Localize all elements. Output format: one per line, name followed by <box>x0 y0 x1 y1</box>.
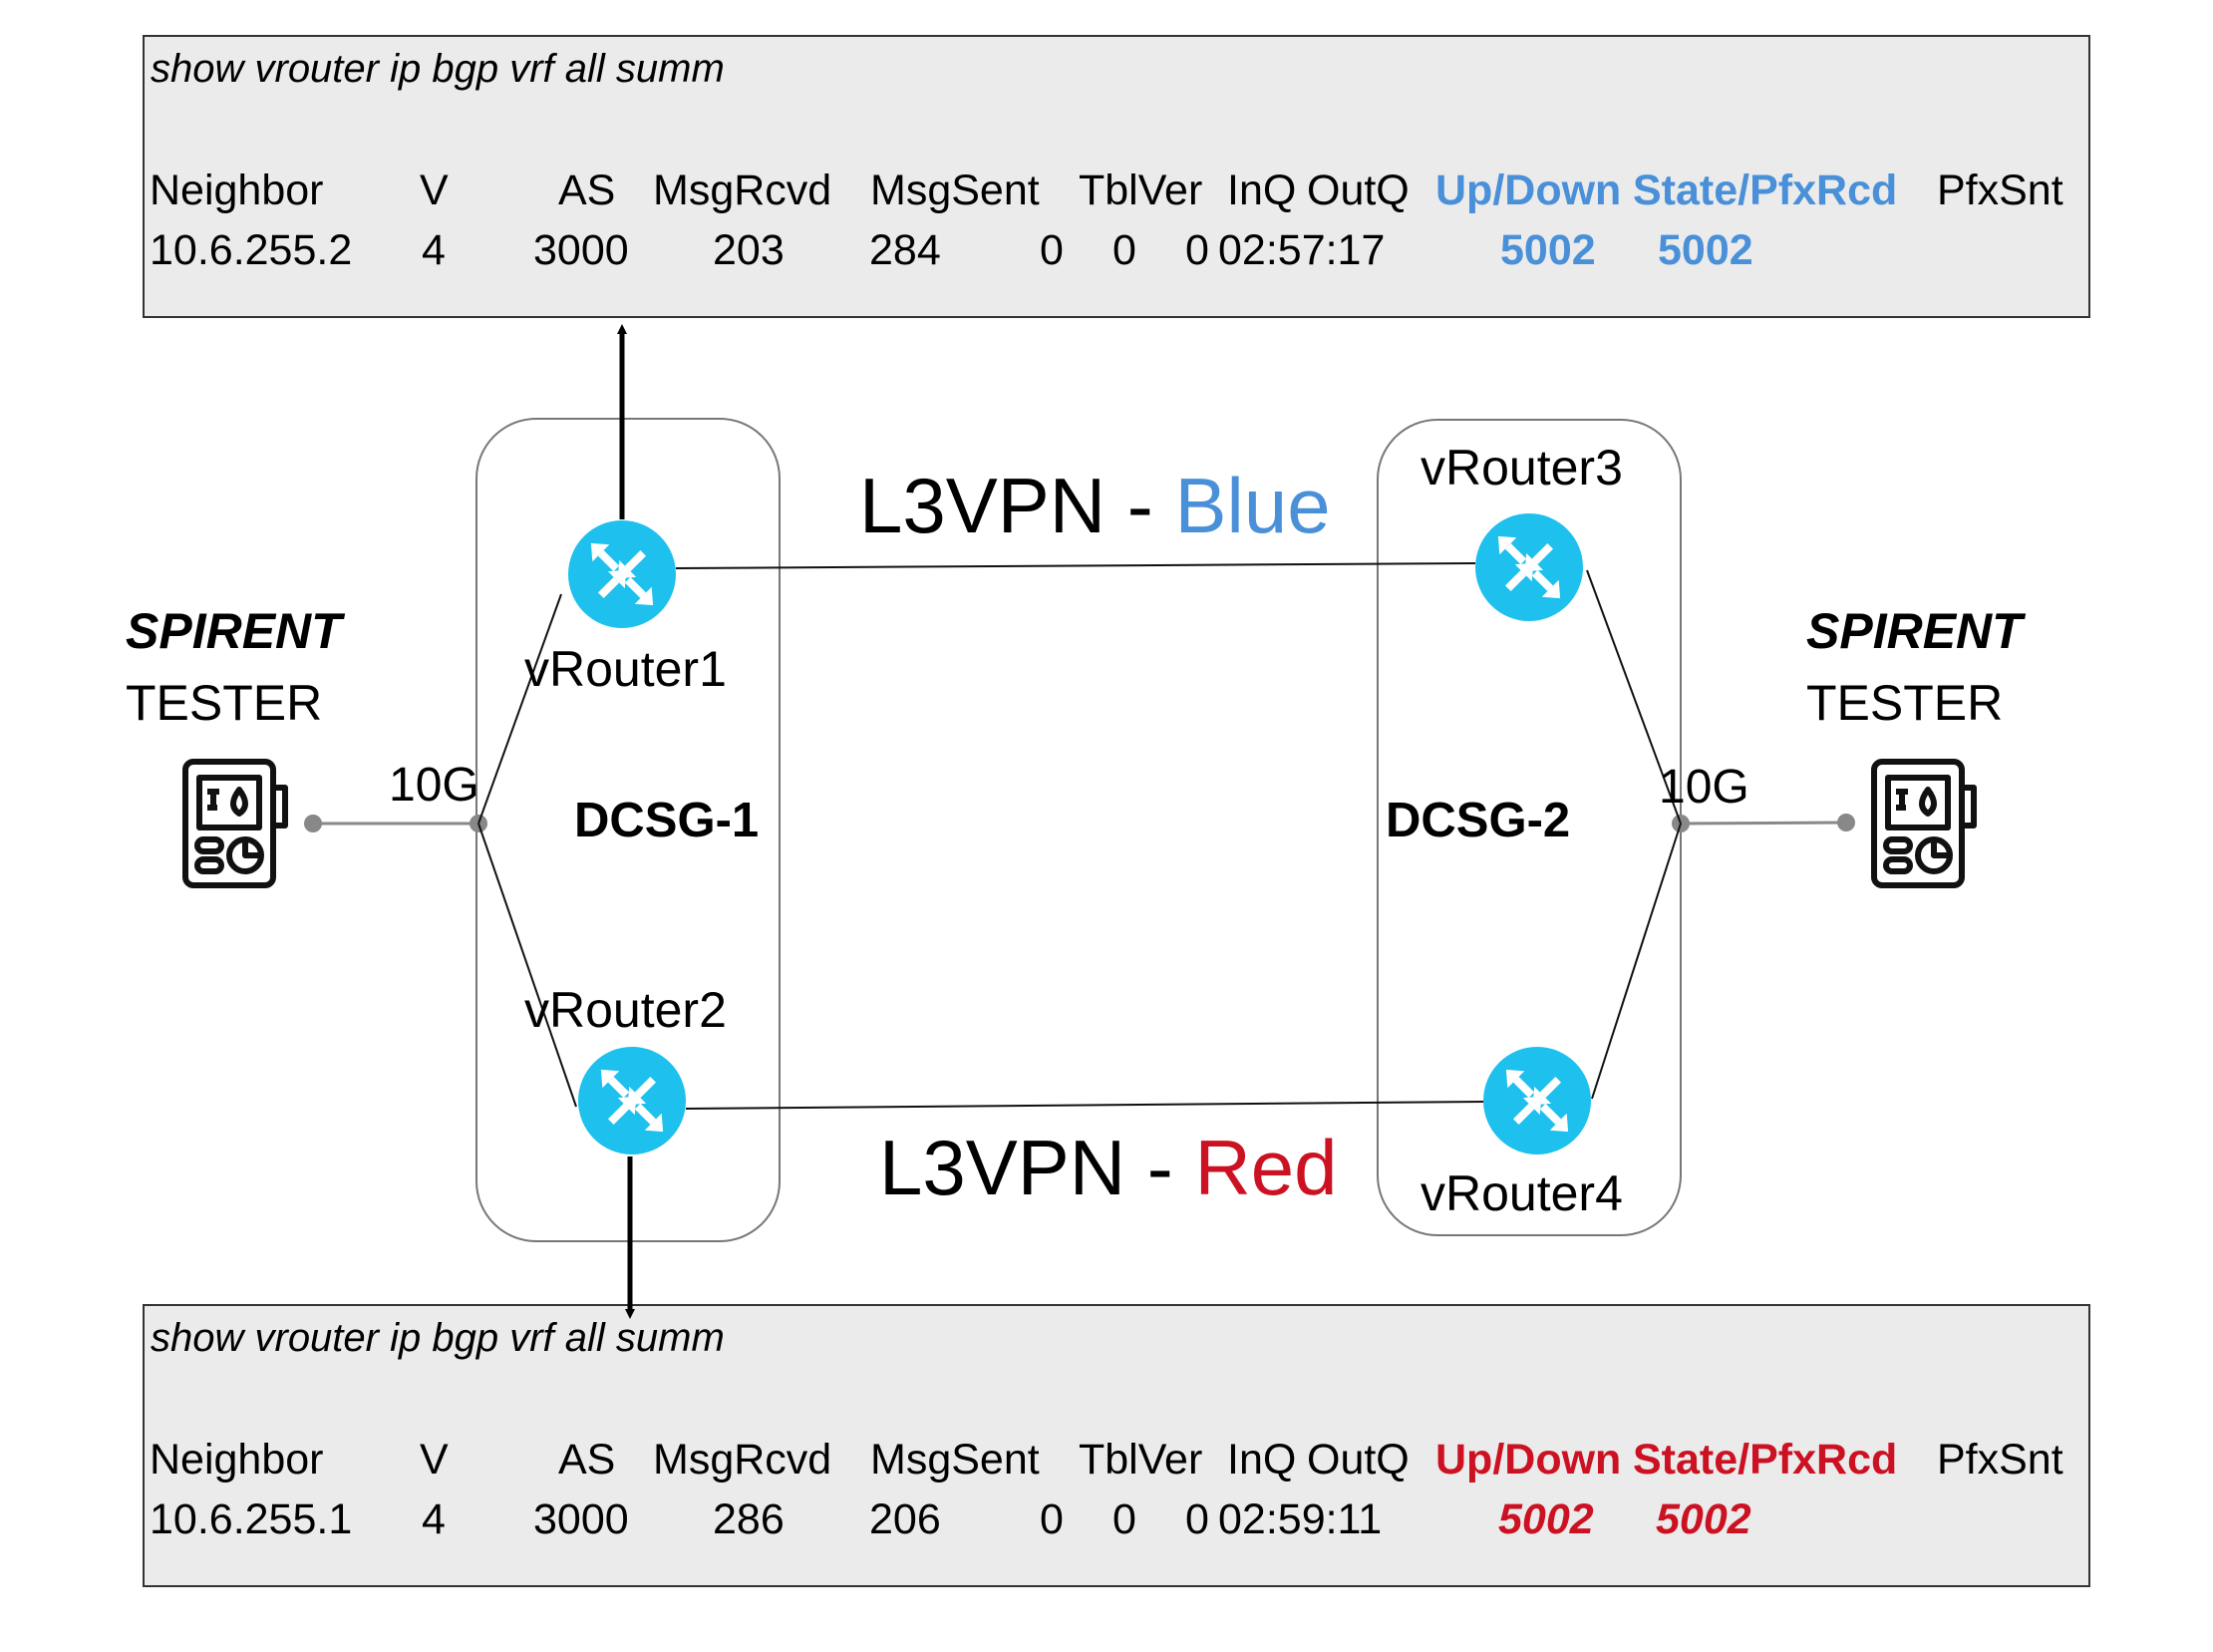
left-link-speed: 10G <box>389 759 479 812</box>
updown-value: 02:59:11 <box>1218 1495 1383 1543</box>
vpn-name-red: Red <box>1194 1124 1338 1211</box>
l3vpn-red-label: L3VPN - Red <box>879 1123 1338 1213</box>
col-msgsent: MsgSent <box>870 1436 1040 1484</box>
state-value: 5002 <box>1500 226 1596 274</box>
l3vpn-blue-link <box>675 562 1476 569</box>
col-state-pfxrcd: State/PfxRcd <box>1633 1436 1898 1484</box>
msgsent-value: 284 <box>869 226 941 274</box>
col-as: AS <box>558 166 616 214</box>
vrouter1-label: vRouter1 <box>524 641 727 697</box>
dcsg-1-label: DCSG-1 <box>574 794 760 847</box>
vpn-prefix: L3VPN - <box>879 1124 1195 1211</box>
col-outq: OutQ <box>1307 166 1410 214</box>
router-icon <box>568 520 676 628</box>
tester-device-icon <box>185 762 285 885</box>
col-pfxsnt: PfxSnt <box>1937 1436 2063 1484</box>
col-updown: Up/Down <box>1435 166 1622 214</box>
outq-value: 0 <box>1185 1495 1209 1543</box>
tblver-value: 0 <box>1040 226 1064 274</box>
router-icon <box>578 1047 686 1155</box>
msgsent-value: 206 <box>869 1495 941 1543</box>
as-value: 3000 <box>533 1495 629 1543</box>
l3vpn-blue-label: L3VPN - Blue <box>859 461 1331 551</box>
col-v: V <box>420 1436 449 1484</box>
neighbor-value: 10.6.255.2 <box>150 226 353 274</box>
msgrcvd-value: 203 <box>713 226 785 274</box>
col-msgrcvd: MsgRcvd <box>653 166 832 214</box>
command-text: show vrouter ip bgp vrf all summ <box>151 47 725 91</box>
vrouter3-label: vRouter3 <box>1421 440 1623 496</box>
pfxrcd-value: 5002 <box>1656 1495 1751 1543</box>
vpn-name-blue: Blue <box>1174 462 1331 549</box>
vrouter2-label: vRouter2 <box>524 982 727 1038</box>
neighbor-value: 10.6.255.1 <box>150 1495 353 1543</box>
dcsg-2-label: DCSG-2 <box>1386 794 1571 847</box>
updown-value: 02:57:17 <box>1218 226 1386 274</box>
right-tester-label: TESTER <box>1806 675 2004 731</box>
col-tblver: TblVer <box>1079 1436 1203 1484</box>
link-junction-vrouter4 <box>1591 823 1682 1100</box>
link-junction-vrouter2 <box>477 823 577 1108</box>
inq-value: 0 <box>1112 226 1136 274</box>
v-value: 4 <box>422 226 446 274</box>
v-value: 4 <box>422 1495 446 1543</box>
left-tester-label: TESTER <box>126 675 323 731</box>
tblver-value: 0 <box>1040 1495 1064 1543</box>
command-text: show vrouter ip bgp vrf all summ <box>151 1316 725 1360</box>
right-tester-link <box>1680 821 1847 826</box>
router-icon <box>1483 1047 1591 1155</box>
l3vpn-red-link <box>685 1101 1486 1110</box>
col-v: V <box>420 166 449 214</box>
bgp-summary-top: show vrouter ip bgp vrf all summ Neighbo… <box>143 35 2090 318</box>
left-tester-port <box>304 815 322 832</box>
outq-value: 0 <box>1185 226 1209 274</box>
vrouter4-label: vRouter4 <box>1421 1165 1623 1221</box>
right-tester-brand: SPIRENT <box>1806 603 2023 659</box>
col-inq: InQ <box>1227 166 1297 214</box>
col-neighbor: Neighbor <box>150 166 324 214</box>
col-tblver: TblVer <box>1079 166 1203 214</box>
col-msgrcvd: MsgRcvd <box>653 1436 832 1484</box>
bgp-summary-bottom: show vrouter ip bgp vrf all summ Neighbo… <box>143 1304 2090 1587</box>
right-tester-port <box>1837 814 1855 831</box>
col-state-pfxrcd: State/PfxRcd <box>1633 166 1898 214</box>
col-pfxsnt: PfxSnt <box>1937 166 2063 214</box>
router-icon <box>1475 513 1583 621</box>
tester-device-icon <box>1874 762 1974 885</box>
vpn-prefix: L3VPN - <box>859 462 1175 549</box>
left-tester-brand: SPIRENT <box>126 603 342 659</box>
col-msgsent: MsgSent <box>870 166 1040 214</box>
col-as: AS <box>558 1436 616 1484</box>
col-updown: Up/Down <box>1435 1436 1622 1484</box>
as-value: 3000 <box>533 226 629 274</box>
col-neighbor: Neighbor <box>150 1436 324 1484</box>
col-inq: InQ <box>1227 1436 1297 1484</box>
link-junction-vrouter3 <box>1586 569 1682 825</box>
pfxrcd-value: 5002 <box>1658 226 1753 274</box>
col-outq: OutQ <box>1307 1436 1410 1484</box>
inq-value: 0 <box>1112 1495 1136 1543</box>
link-junction-vrouter1 <box>477 593 562 825</box>
msgrcvd-value: 286 <box>713 1495 785 1543</box>
state-value: 5002 <box>1498 1495 1594 1543</box>
right-link-speed: 10G <box>1659 761 1749 814</box>
